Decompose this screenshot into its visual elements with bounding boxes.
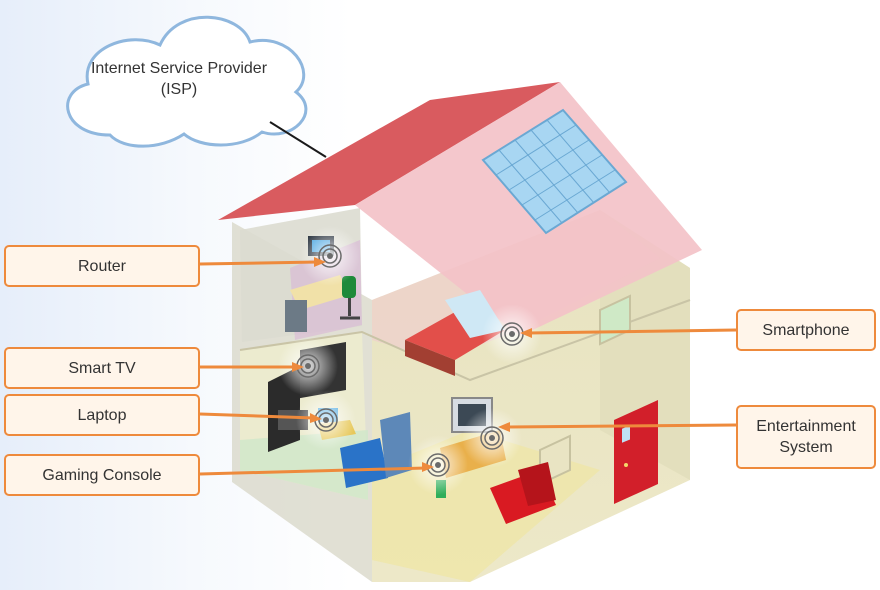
isp-label-line2: (ISP) [160, 81, 198, 98]
laptop-callout: Laptop [4, 394, 200, 436]
wireless-icon [480, 426, 504, 450]
isp-connection-line [269, 121, 327, 158]
blue-sofa [340, 412, 412, 488]
isp-cloud [66, 15, 308, 148]
connector-gaming-console [199, 466, 427, 476]
wireless-icon [426, 453, 450, 477]
wireless-icon [318, 244, 342, 268]
solar-panel [481, 108, 628, 235]
connector-router [199, 260, 319, 266]
callout-connectors [199, 257, 737, 476]
router-callout: Router [4, 245, 200, 287]
connector-laptop [199, 412, 315, 420]
connector-smartphone [527, 328, 737, 335]
smart-tv-callout: Smart TV [4, 347, 200, 389]
entertainment-label-line1: Entertainment [756, 418, 856, 435]
isp-label-line1: Internet Service Provider [90, 60, 268, 77]
isp-label: Internet Service Provider (ISP) [70, 58, 288, 100]
entertainment-label-line2: System [779, 439, 833, 456]
roof-front [218, 82, 560, 220]
wireless-icon [500, 322, 524, 346]
smartphone-callout: Smartphone [736, 309, 876, 351]
connector-entertainment [505, 423, 737, 429]
entertainment-system-callout: Entertainment System [736, 405, 876, 469]
red-armchair [490, 462, 556, 524]
gaming-console-callout: Gaming Console [4, 454, 200, 496]
